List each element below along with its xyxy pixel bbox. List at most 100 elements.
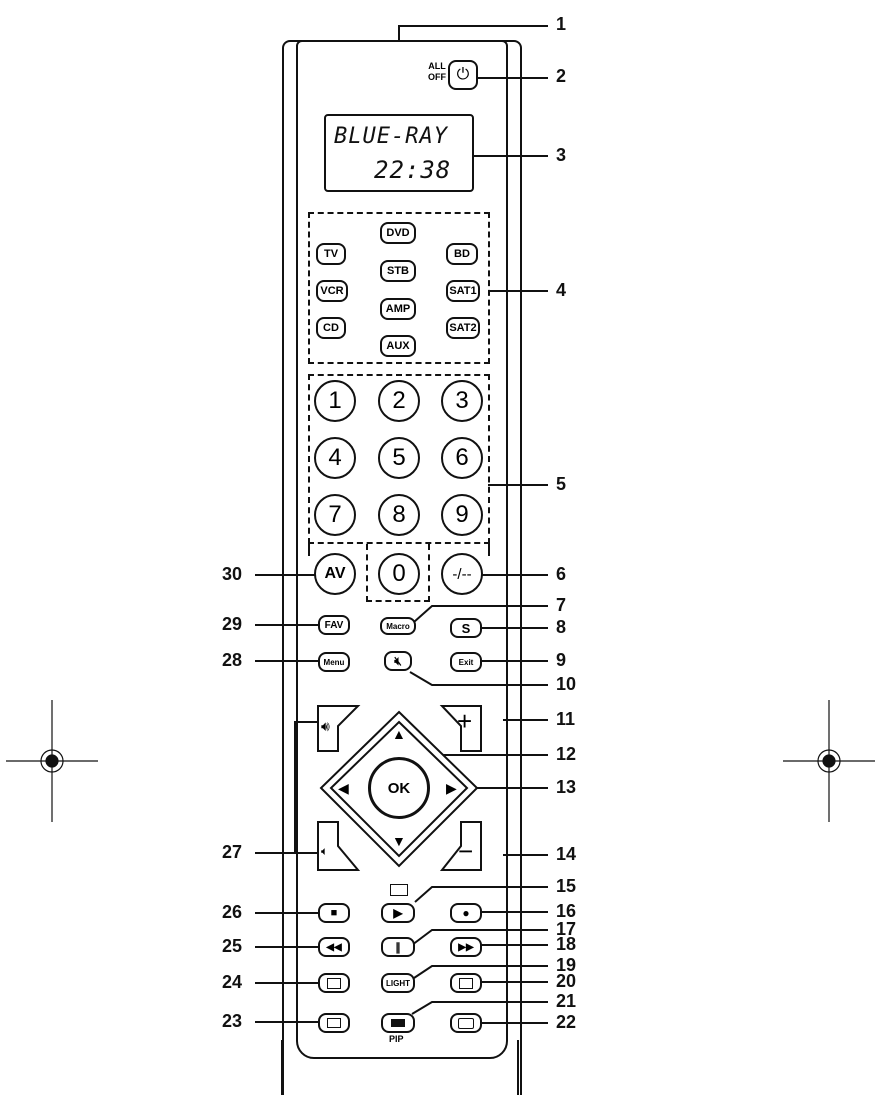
stop-icon: ■	[330, 907, 338, 919]
exit-button[interactable]: Exit	[450, 652, 482, 672]
callout-29: 29	[222, 614, 243, 634]
mute-icon: 🔇︎	[394, 653, 402, 668]
digit-9-button[interactable]: 9	[441, 494, 483, 536]
leader-19	[413, 965, 548, 979]
callout-2: 2	[556, 66, 567, 86]
dash-button[interactable]: -/--	[441, 553, 483, 595]
rewind-button[interactable]: ◀◀	[318, 937, 350, 957]
callout-12: 12	[556, 744, 577, 764]
arrow-right-icon[interactable]: ▶	[446, 780, 457, 796]
callout-1: 1	[556, 14, 567, 34]
digit-3-button[interactable]: 3	[441, 380, 483, 422]
light-button[interactable]: LIGHT	[381, 973, 415, 993]
digit-4-button[interactable]: 4	[314, 437, 356, 479]
cd-button[interactable]: CD	[316, 317, 346, 339]
pause-icon: ∥	[395, 941, 401, 954]
callout-4: 4	[556, 280, 567, 300]
power-icon: ⏻	[456, 66, 470, 83]
aux-button[interactable]: AUX	[380, 335, 416, 357]
callout-28: 28	[222, 650, 243, 670]
arrow-left-icon[interactable]: ◀	[338, 780, 349, 796]
teletext-icon	[327, 977, 341, 989]
leader-17	[411, 929, 548, 946]
tv-button[interactable]: TV	[316, 243, 346, 265]
sat2-button[interactable]: SAT2	[446, 317, 480, 339]
digit-1-button[interactable]: 1	[314, 380, 356, 422]
record-icon: ●	[462, 906, 470, 920]
callout-11: 11	[556, 709, 576, 729]
subtitle-button[interactable]	[450, 973, 482, 993]
ok-button[interactable]: OK	[368, 757, 430, 819]
all-off-label: ALL OFF	[428, 61, 446, 82]
play-icon: ▶	[393, 906, 403, 920]
digit-7-button[interactable]: 7	[314, 494, 356, 536]
macro-button[interactable]: Macro	[380, 617, 416, 635]
arrow-down-icon[interactable]: ▼	[392, 833, 406, 849]
digit-0-button[interactable]: 0	[378, 553, 420, 595]
dvd-button[interactable]: DVD	[380, 222, 416, 244]
bd-button[interactable]: BD	[446, 243, 478, 265]
fast-forward-icon: ▶▶	[458, 941, 474, 953]
callout-13: 13	[556, 777, 577, 797]
lcd-display: BLUE-RAY 22:38	[324, 114, 474, 192]
pip-button[interactable]	[381, 1013, 415, 1033]
callout-3: 3	[556, 145, 567, 165]
fav-button[interactable]: FAV	[318, 615, 350, 635]
av-button[interactable]: AV	[314, 553, 356, 595]
digit-6-button[interactable]: 6	[441, 437, 483, 479]
volume-up-button-shape	[317, 705, 361, 752]
amp-button[interactable]: AMP	[380, 298, 416, 320]
leader-27a	[294, 721, 322, 854]
fast-forward-button[interactable]: ▶▶	[450, 937, 482, 957]
callout-16: 16	[556, 901, 577, 921]
plus-button-shape	[439, 705, 482, 752]
info-button[interactable]	[318, 1013, 350, 1033]
callout-26: 26	[222, 902, 243, 922]
play-button[interactable]: ▶	[381, 903, 415, 923]
dash-group-edge	[430, 544, 490, 556]
vcr-button[interactable]: VCR	[316, 280, 348, 302]
volume-down-icon[interactable]: 🔈︎	[321, 844, 329, 858]
source-buttons-group	[308, 212, 490, 364]
callout-7: 7	[556, 595, 567, 615]
callout-27: 27	[222, 842, 243, 862]
stop-button[interactable]: ■	[318, 903, 350, 923]
callout-14: 14	[556, 844, 577, 864]
callout-19: 19	[556, 955, 577, 975]
digit-8-button[interactable]: 8	[378, 494, 420, 536]
menu-button[interactable]: Menu	[318, 652, 350, 672]
arrow-up-icon[interactable]: ▲	[392, 726, 406, 742]
channel-down-button[interactable]: −	[458, 836, 474, 866]
record-button[interactable]: ●	[450, 903, 482, 923]
s-button[interactable]: S	[450, 618, 482, 638]
subtitle-icon	[459, 977, 473, 989]
digit-2-button[interactable]: 2	[378, 380, 420, 422]
power-button[interactable]: ⏻	[448, 60, 478, 90]
leader-21	[411, 1001, 548, 1015]
callout-6: 6	[556, 564, 567, 584]
zero-key-group	[366, 544, 430, 602]
callout-20: 20	[556, 971, 577, 991]
callout-18: 18	[556, 934, 577, 954]
remote-inner-shell	[296, 40, 508, 1059]
channel-up-button[interactable]: +	[457, 706, 473, 736]
widescreen-button[interactable]	[450, 1013, 482, 1033]
leader-7	[413, 605, 548, 623]
callout-21: 21	[556, 991, 577, 1011]
callout-5: 5	[556, 474, 567, 494]
pause-button[interactable]: ∥	[381, 937, 415, 957]
widescreen-icon	[458, 1017, 474, 1029]
pip-label: PIP	[389, 1034, 404, 1044]
callout-22: 22	[556, 1012, 577, 1032]
volume-up-icon[interactable]: 🔊︎	[321, 718, 330, 734]
stb-button[interactable]: STB	[380, 260, 416, 282]
teletext-button[interactable]	[318, 973, 350, 993]
callout-15: 15	[556, 876, 577, 896]
minus-button-shape	[439, 821, 482, 871]
sat1-button[interactable]: SAT1	[446, 280, 480, 302]
info-icon	[327, 1018, 341, 1028]
lcd-line-2: 22:38	[374, 156, 452, 184]
mute-button[interactable]: 🔇︎	[384, 651, 412, 671]
digit-5-button[interactable]: 5	[378, 437, 420, 479]
